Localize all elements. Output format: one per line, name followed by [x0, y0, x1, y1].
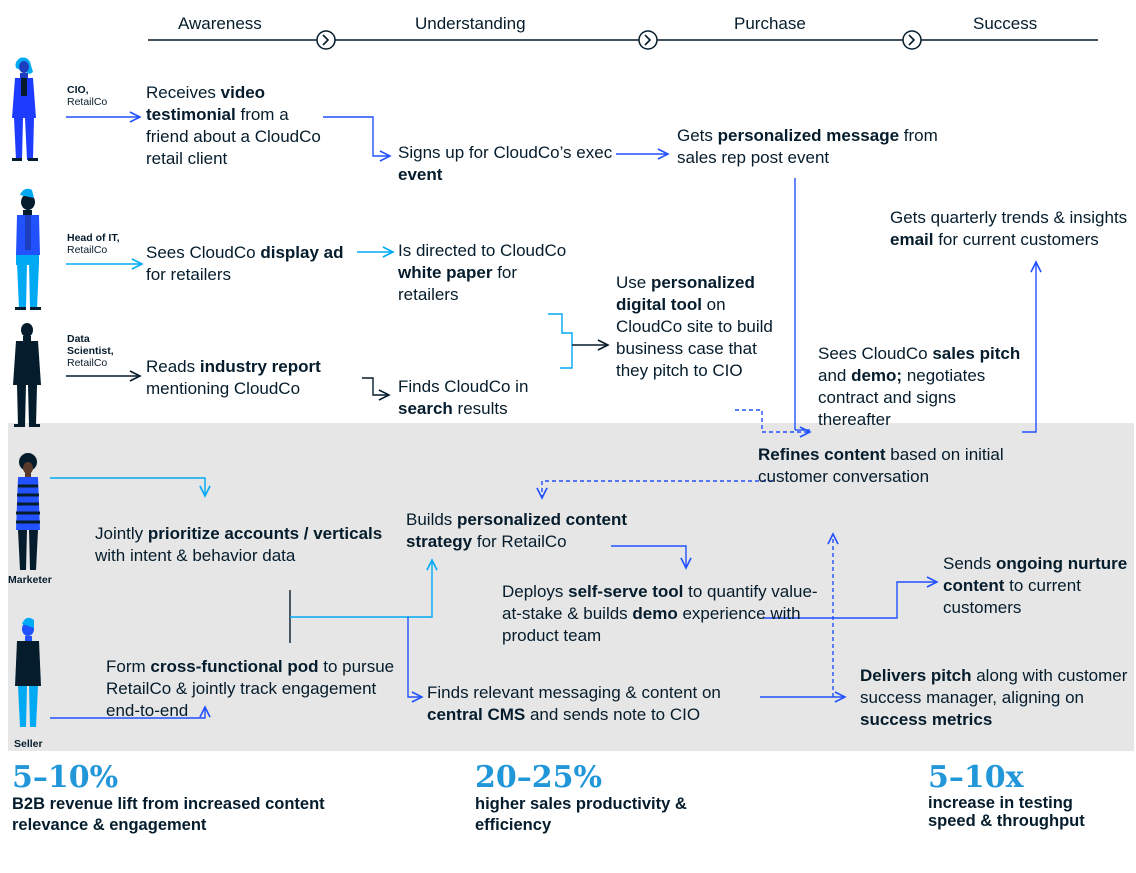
step-quarterly-email: Gets quarterly trends & insights email f… [890, 208, 1128, 249]
persona-seller: Seller [14, 738, 43, 750]
stat-value: 5–10x [928, 760, 1024, 795]
stat-value: 5–10% [12, 760, 119, 795]
stat-value: 20–25% [475, 760, 603, 795]
step-content-strategy: Builds personalized content strategy for… [406, 510, 628, 551]
stat-label: B2B revenue lift from increased content … [12, 795, 325, 834]
connector [763, 582, 937, 619]
stat-label: higher sales productivity & efficiency [475, 795, 687, 834]
connector [735, 409, 810, 432]
persona-org: RetailCo [67, 357, 108, 369]
cio-figure-icon [12, 57, 38, 161]
step-display-ad: Sees CloudCo display ad for retailers [146, 243, 344, 284]
step-sales-pitch-demo: Sees CloudCo sales pitch and demo; negot… [818, 344, 1021, 429]
persona-org: RetailCo [67, 96, 108, 108]
step-video-testimonial: Receives video testimonial from a friend… [146, 83, 321, 168]
chevron-right-icon [638, 30, 658, 50]
persona-title: Data Scientist, [67, 333, 114, 357]
persona-title: Head of IT, [67, 232, 120, 244]
connector [542, 480, 773, 498]
chevron-right-icon [316, 30, 336, 50]
connector [323, 116, 390, 156]
connector [50, 477, 205, 496]
connector [1022, 262, 1036, 433]
stat-testing-speed: 5–10x increase in testing speed & throug… [928, 760, 1133, 831]
connector [611, 545, 686, 568]
connector [290, 560, 432, 618]
head-of-it-figure-icon [15, 188, 41, 310]
persona-data-scientist: Data Scientist, RetailCo [67, 333, 119, 369]
step-delivers-pitch: Delivers pitch along with customer succe… [860, 666, 1128, 729]
stage-purchase: Purchase [734, 14, 806, 33]
persona-cio: CIO, RetailCo [67, 84, 107, 108]
marketer-figure-icon [16, 453, 40, 570]
seller-figure-icon [15, 617, 41, 727]
persona-org: RetailCo [67, 244, 108, 256]
connector [548, 313, 573, 369]
step-prioritize-accounts: Jointly prioritize accounts / verticals … [95, 524, 383, 565]
step-white-paper: Is directed to CloudCo white paper for r… [398, 241, 567, 304]
data-scientist-figure-icon [13, 323, 41, 427]
stat-revenue-lift: 5–10% B2B revenue lift from increased co… [12, 762, 372, 836]
stage-understanding: Understanding [415, 14, 526, 33]
persona-head-of-it: Head of IT, RetailCo [67, 232, 120, 256]
stat-label: increase in testing speed & throughput [928, 794, 1085, 830]
step-industry-report: Reads industry report mentioning CloudCo [146, 357, 321, 398]
step-search-results: Finds CloudCo in search results [398, 377, 529, 418]
connector [407, 617, 422, 697]
stage-success: Success [973, 14, 1038, 33]
stage-awareness: Awareness [178, 14, 262, 33]
step-cross-functional-pod: Form cross-functional pod to pursue Reta… [106, 657, 395, 720]
step-self-serve-tool: Deploys self-serve tool to quantify valu… [502, 582, 818, 645]
step-exec-event: Signs up for CloudCo’s exec event [398, 143, 613, 184]
chevron-right-icon [902, 30, 922, 50]
step-personalized-message: Gets personalized message from sales rep… [677, 126, 938, 167]
step-refines-content: Refines content based on initial custome… [758, 445, 1004, 486]
persona-title: CIO, [67, 84, 89, 96]
persona-marketer: Marketer [8, 574, 52, 586]
step-personalized-digital-tool: Use personalized digital tool on CloudCo… [616, 273, 773, 380]
stat-sales-productivity: 20–25% higher sales productivity & effic… [475, 762, 735, 836]
connector [50, 707, 205, 719]
step-nurture-content: Sends ongoing nurture content to current… [943, 554, 1128, 617]
connector [362, 377, 389, 395]
step-central-cms: Finds relevant messaging & content on ce… [427, 683, 721, 724]
